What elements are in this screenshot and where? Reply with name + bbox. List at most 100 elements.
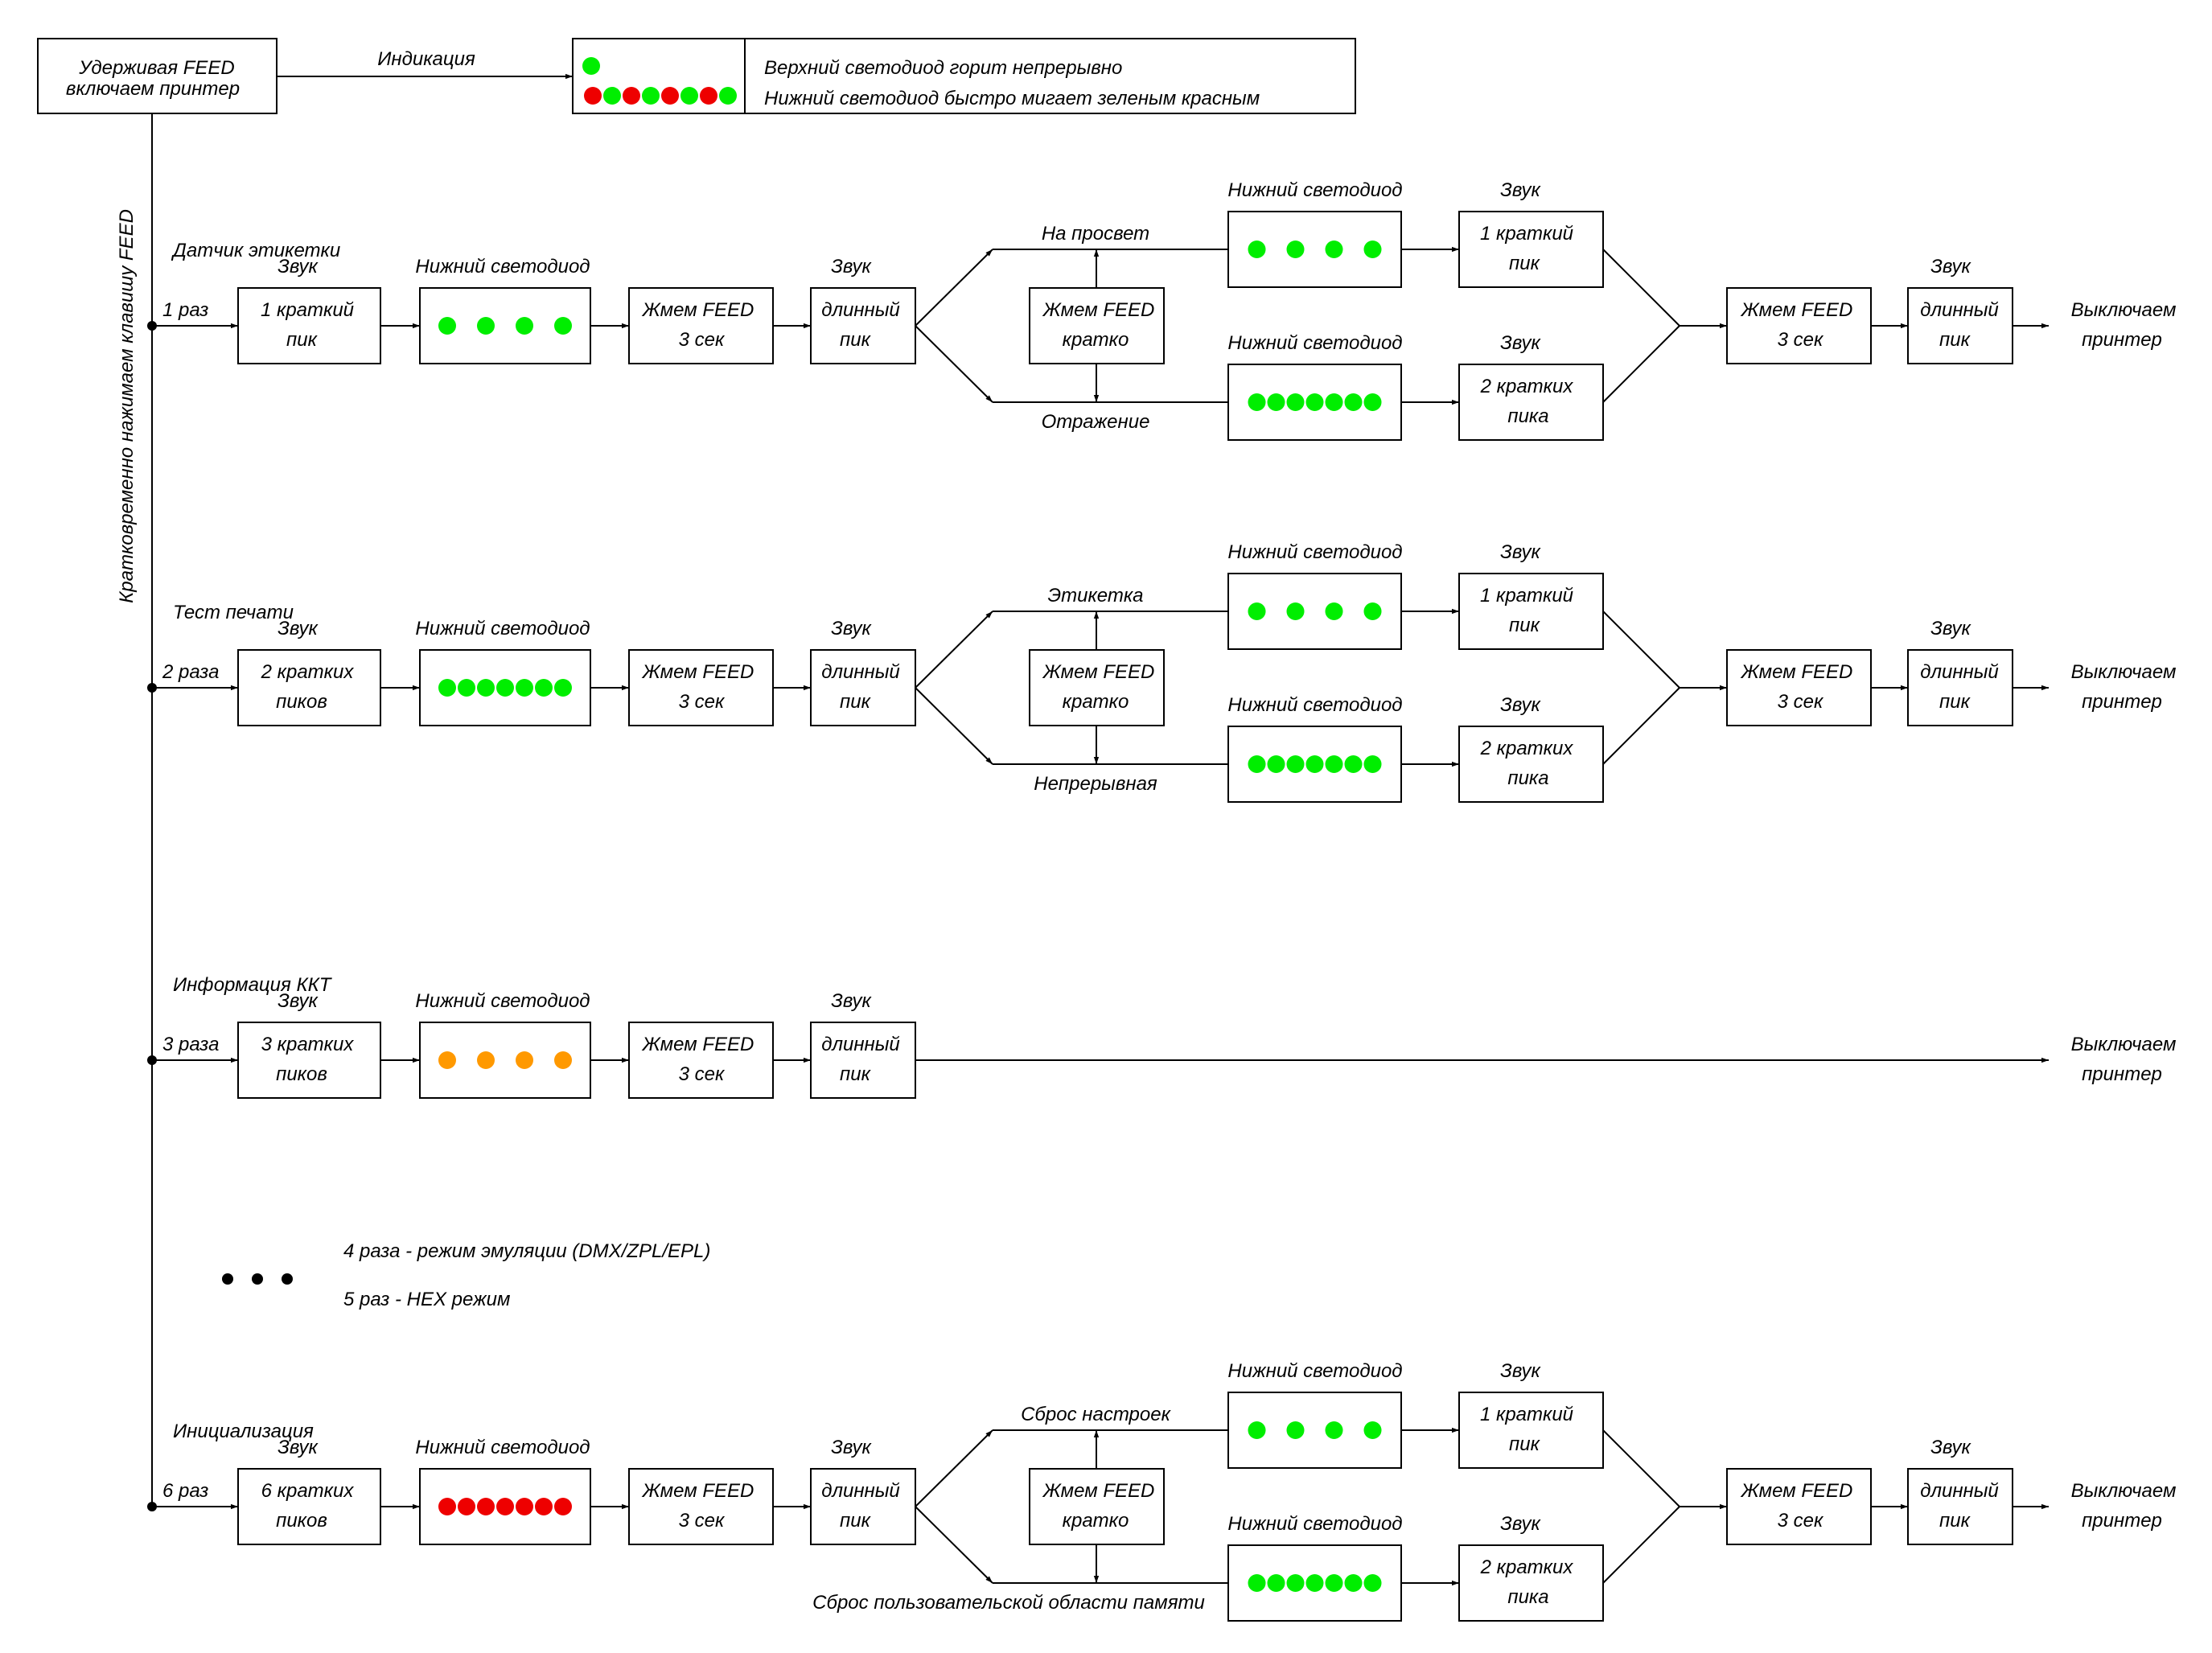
- branch-down-arrow: [915, 1506, 993, 1584]
- off-line1: Выключаем: [2071, 1480, 2177, 1502]
- section-title: Тест печати: [173, 602, 294, 623]
- sound-label: Звук: [1500, 541, 1541, 563]
- sound-label: Звук: [1930, 618, 1971, 639]
- led: [458, 1498, 475, 1515]
- upper-branch-label: Сброс настроек: [1021, 1404, 1172, 1425]
- led: [554, 1051, 572, 1069]
- start-box: [37, 38, 278, 114]
- long-beep-line2: пик: [1939, 691, 1971, 713]
- led: [1286, 393, 1305, 411]
- led: [1248, 393, 1266, 411]
- off-line1: Выключаем: [2071, 661, 2177, 683]
- led: [554, 679, 572, 697]
- lower-branch-label: Сброс пользовательской области памяти: [812, 1592, 1205, 1614]
- led-label: Нижний светодиод: [1227, 694, 1402, 716]
- lower-branch-label: Непрерывная: [1034, 773, 1157, 795]
- led: [1267, 755, 1285, 773]
- feed-line2: 3 сек: [1778, 1510, 1824, 1532]
- led: [516, 679, 533, 697]
- merge-line-lower: [1602, 325, 1680, 403]
- one-beep-box: [1458, 573, 1604, 650]
- led: [1325, 393, 1343, 411]
- indication-label: Индикация: [377, 48, 475, 70]
- ellipsis-dot: [282, 1273, 293, 1285]
- led: [535, 1498, 553, 1515]
- led: [1286, 241, 1305, 258]
- led-label: Нижний светодиод: [415, 256, 590, 278]
- led: [1363, 755, 1382, 773]
- led: [1363, 1421, 1382, 1439]
- led: [1305, 1574, 1324, 1592]
- branch-up-arrow: [915, 249, 993, 327]
- one-beep-line2: пик: [1509, 1433, 1541, 1455]
- indication-bottom-led: [584, 87, 602, 105]
- one-beep-box: [1458, 211, 1604, 288]
- sound-label: Звук: [1500, 179, 1541, 201]
- merge-line-upper: [1602, 611, 1680, 689]
- feed-line2: 3 сек: [679, 691, 726, 713]
- led: [516, 317, 533, 335]
- vertical-label: Кратковременно нажимаем клавишу FEED: [116, 209, 138, 603]
- press-count-label: 6 раз: [162, 1480, 208, 1502]
- branch-down-arrow: [915, 687, 993, 765]
- off-line2: принтер: [2082, 1510, 2162, 1532]
- long-beep-line1: длинный: [1920, 661, 1999, 683]
- feed-short-box: [1029, 287, 1165, 364]
- beep-box: [237, 649, 381, 726]
- beep-line2: пиков: [276, 691, 327, 713]
- feed-short-line1: Жмем FEED: [1042, 1480, 1155, 1502]
- feed-line2: 3 сек: [1778, 329, 1824, 351]
- led: [1325, 755, 1343, 773]
- feed-short-line2: кратко: [1063, 1510, 1129, 1532]
- sound-label: Звук: [278, 1437, 319, 1458]
- feed-short-box: [1029, 649, 1165, 726]
- two-beep-line1: 2 кратких: [1480, 1556, 1574, 1578]
- led: [1363, 393, 1382, 411]
- sound-label: Звук: [278, 256, 319, 278]
- long-beep-line1: длинный: [821, 1480, 900, 1502]
- two-beep-line2: пика: [1507, 1586, 1548, 1608]
- led: [496, 1498, 514, 1515]
- led: [1286, 1421, 1305, 1439]
- led: [1325, 1421, 1343, 1439]
- long-beep-box: [810, 649, 916, 726]
- indication-bottom-led: [661, 87, 679, 105]
- one-beep-line1: 1 краткий: [1480, 223, 1573, 245]
- feed-short-line2: кратко: [1063, 691, 1129, 713]
- led: [1363, 241, 1382, 258]
- beep-box: [237, 1022, 381, 1099]
- led: [554, 317, 572, 335]
- led: [535, 679, 553, 697]
- led: [438, 317, 456, 335]
- feed-line2: 3 сек: [1778, 691, 1824, 713]
- beep-line1: 1 краткий: [261, 299, 354, 321]
- long-beep-box: [810, 1022, 916, 1099]
- feed-line1: Жмем FEED: [642, 1034, 754, 1055]
- sound-label: Звук: [831, 990, 872, 1012]
- led: [477, 679, 495, 697]
- two-beep-line2: пика: [1507, 767, 1548, 789]
- beep-line1: 3 кратких: [261, 1034, 355, 1055]
- led: [1248, 241, 1266, 258]
- press-count-label: 1 раз: [162, 299, 208, 321]
- indication-bottom-led: [603, 87, 621, 105]
- upper-branch-label: На просвет: [1042, 223, 1149, 245]
- beep-line1: 2 кратких: [261, 661, 355, 683]
- led: [1325, 1574, 1343, 1592]
- led: [458, 679, 475, 697]
- feed-line1: Жмем FEED: [1741, 1480, 1853, 1502]
- feed-short-line1: Жмем FEED: [1042, 661, 1155, 683]
- two-beep-line1: 2 кратких: [1480, 738, 1574, 759]
- led: [438, 1051, 456, 1069]
- led: [1305, 393, 1324, 411]
- long-beep-line2: пик: [840, 1510, 872, 1532]
- sound-label: Звук: [278, 990, 319, 1012]
- beep-box: [237, 1468, 381, 1545]
- led: [1286, 602, 1305, 620]
- sound-label: Звук: [1500, 332, 1541, 354]
- start-box-line2: включаем принтер: [66, 78, 240, 100]
- led: [1248, 1421, 1266, 1439]
